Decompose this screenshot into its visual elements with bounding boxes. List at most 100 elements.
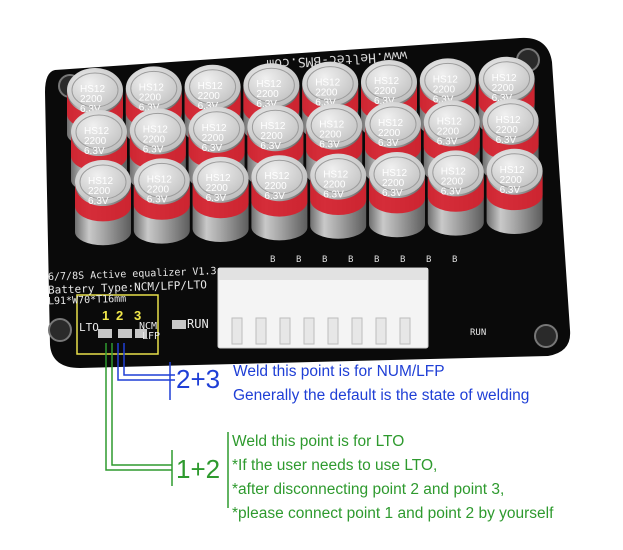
- connector-pin: [351, 317, 363, 345]
- capacitor-label: 6.3V: [319, 140, 340, 151]
- capacitor-label: HS12: [143, 124, 168, 135]
- capacitor-label: HS12: [374, 76, 399, 87]
- capacitor-label: HS12: [323, 170, 348, 181]
- run-small-label: RUN: [470, 328, 487, 338]
- annotation-lines-1-2: [105, 343, 229, 508]
- connector-pin: [255, 317, 267, 345]
- capacitor-label: 6.3V: [260, 141, 281, 152]
- connector-pin: [375, 317, 387, 345]
- connector-pin: [231, 317, 243, 345]
- connector-pin: [399, 317, 411, 345]
- capacitor-label: 2200: [139, 92, 162, 103]
- connector-pin: [279, 317, 291, 345]
- annotation-2-3-line2: Generally the default is the state of we…: [233, 387, 530, 404]
- capacitor-label: 6.3V: [256, 99, 277, 110]
- capacitor-label: 2200: [374, 86, 397, 97]
- connector-pin: [303, 317, 315, 345]
- capacitor-label: 6.3V: [378, 138, 399, 149]
- capacitor-label: HS12: [496, 115, 521, 126]
- capacitor-label: 6.3V: [433, 94, 454, 105]
- solder-pad-3: [135, 329, 147, 338]
- run-pad: [172, 320, 186, 329]
- capacitor-label: 2200: [84, 136, 107, 147]
- lto-label: LTO: [79, 321, 99, 334]
- point-1-label: 1: [102, 308, 110, 323]
- connector-pin-label: B: [426, 255, 431, 265]
- point-3-label: 3: [134, 308, 142, 323]
- capacitor-label: 6.3V: [206, 193, 227, 204]
- capacitor-label: HS12: [260, 121, 285, 132]
- capacitor-label: 2200: [319, 130, 342, 141]
- capacitor-label: 2200: [88, 186, 111, 197]
- capacitor-label: 6.3V: [374, 96, 395, 107]
- capacitor-label: HS12: [206, 173, 231, 184]
- capacitor-label: HS12: [500, 165, 525, 176]
- capacitor-label: HS12: [492, 73, 517, 84]
- annotation-1-2-line3: *after disconnecting point 2 and point 3…: [232, 481, 505, 498]
- connector-pin: [327, 317, 339, 345]
- capacitor-label: HS12: [198, 81, 223, 92]
- capacitor-label: 6.3V: [88, 196, 109, 207]
- capacitor-label: 6.3V: [437, 136, 458, 147]
- capacitor-label: HS12: [88, 176, 113, 187]
- connector-pin-label: B: [400, 255, 405, 265]
- connector-pin-label: B: [348, 255, 353, 265]
- annotation-2-3-line1: Weld this point is for NUM/LFP: [233, 363, 445, 380]
- capacitor-label: 6.3V: [143, 144, 164, 155]
- capacitor-label: HS12: [382, 168, 407, 179]
- capacitor-label: 2200: [143, 134, 166, 145]
- annotation-lines-2-3: [117, 343, 175, 400]
- capacitor-label: 2200: [80, 94, 103, 105]
- capacitor-label: 6.3V: [202, 143, 223, 154]
- mounting-hole: [534, 324, 558, 348]
- capacitor-label: 6.3V: [84, 146, 105, 157]
- capacitor-label: 2200: [500, 175, 523, 186]
- capacitor-label: 6.3V: [315, 98, 336, 109]
- solder-pad-2: [118, 329, 132, 338]
- capacitor-label: HS12: [256, 79, 281, 90]
- capacitor-label: 6.3V: [147, 194, 168, 205]
- capacitor-label: 6.3V: [382, 188, 403, 199]
- capacitor-label: 2200: [264, 181, 287, 192]
- capacitor-label: 6.3V: [492, 93, 513, 104]
- capacitor-label: HS12: [264, 171, 289, 182]
- capacitor-label: 2200: [147, 184, 170, 195]
- capacitor-label: 6.3V: [198, 101, 219, 112]
- capacitor-label: 2200: [202, 133, 225, 144]
- capacitor-label: 2200: [437, 126, 460, 137]
- capacitor-label: 6.3V: [80, 104, 101, 115]
- capacitor-label: HS12: [378, 118, 403, 129]
- capacitor-label: 6.3V: [441, 186, 462, 197]
- point-2-label: 2: [116, 308, 124, 323]
- annotation-1-2-line1: Weld this point is for LTO: [232, 433, 405, 450]
- annotation-1-2-label: 1+2: [176, 454, 221, 484]
- capacitor-label: 2200: [441, 176, 464, 187]
- capacitor-label: 2200: [382, 178, 405, 189]
- connector-pin-label: B: [374, 255, 379, 265]
- connector-pin-label: B: [296, 255, 301, 265]
- capacitor-label: HS12: [319, 120, 344, 131]
- capacitor-label: 6.3V: [500, 185, 521, 196]
- capacitor-label: 2200: [496, 125, 519, 136]
- capacitor-array: HS1222006.3VHS1222006.3VHS1222006.3VHS12…: [67, 56, 543, 246]
- annotation-1-2-line4: *please connect point 1 and point 2 by y…: [232, 505, 554, 522]
- capacitor-label: HS12: [433, 74, 458, 85]
- capacitor-label: 2200: [433, 84, 456, 95]
- run-label: RUN: [187, 317, 209, 331]
- connector-pin-label: B: [270, 255, 275, 265]
- capacitor-label: HS12: [315, 78, 340, 89]
- capacitor-label: 6.3V: [323, 190, 344, 201]
- capacitor-label: HS12: [80, 84, 105, 95]
- capacitor-label: 2200: [206, 183, 229, 194]
- annotation-1-2-line2: *If the user needs to use LTO,: [232, 457, 438, 474]
- capacitor-label: 2200: [256, 89, 279, 100]
